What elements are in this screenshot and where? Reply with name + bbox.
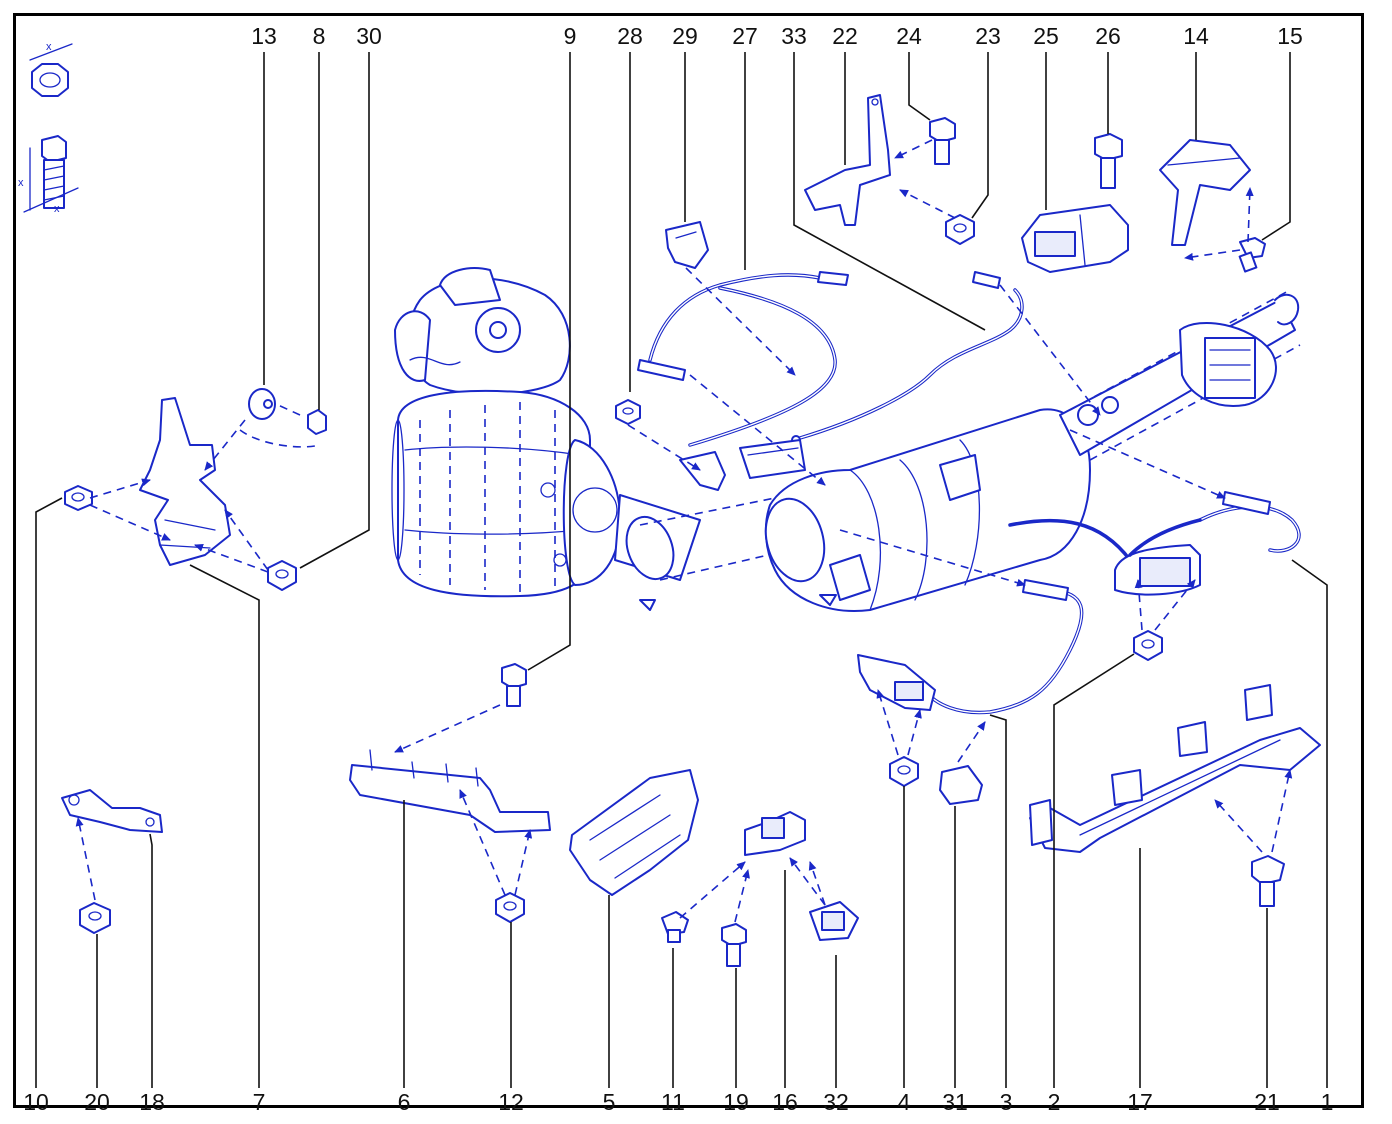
callout-19: 19: [723, 1089, 749, 1115]
bottom-callout-labels: 10 20 18 7 6 12 5 11 19 16 32 4 31 3 2 1…: [23, 1089, 1333, 1115]
callout-11: 11: [661, 1089, 685, 1115]
bolt-15-icon: [1238, 237, 1266, 273]
bolt-x-mark-length: x: [18, 177, 24, 189]
clip-nut-32-icon: [809, 901, 859, 941]
sensor-bracket-4: [857, 654, 936, 711]
callout-32: 32: [823, 1089, 849, 1115]
callout-18: 18: [139, 1089, 165, 1115]
callout-8: 8: [313, 23, 326, 49]
bolt-19-icon: [721, 923, 747, 967]
downstream-oxygen-sensor-wire-1: [1008, 491, 1301, 562]
bolt-9-icon: [501, 663, 527, 707]
clip-29-icon: [665, 221, 709, 269]
nut-23-icon: [945, 214, 975, 245]
exhaust-assembly-illustration: [391, 267, 1301, 612]
upstream-temperature-sensor-wire-27: [637, 271, 849, 447]
callout-28: 28: [617, 23, 643, 49]
washer-13-icon: [248, 388, 276, 420]
pressure-sensor-25-icon: [1021, 204, 1129, 273]
nox-sensor-module-2: [1114, 518, 1202, 596]
bracket-22-icon: [804, 94, 891, 226]
bracket-18-icon: [61, 789, 163, 833]
nut-12-icon: [495, 892, 525, 923]
bracket-6-icon: [349, 749, 551, 833]
nut-10-icon: [64, 485, 93, 511]
callout-16: 16: [772, 1089, 798, 1115]
callout-21: 21: [1254, 1089, 1280, 1115]
bolt-24-icon: [929, 117, 956, 165]
callout-25: 25: [1033, 23, 1059, 49]
nut-28-icon: [615, 399, 641, 425]
nut-8-icon: [307, 409, 327, 435]
bolt-21-icon: [1251, 855, 1285, 907]
temperature-sensor-connector: [679, 439, 806, 491]
callout-22: 22: [832, 23, 858, 49]
nut-size-legend-icon: x: [29, 41, 73, 97]
bolt-x-mark-diameter: x: [54, 203, 60, 215]
bolt-11-icon: [661, 911, 689, 943]
callout-5: 5: [603, 1089, 616, 1115]
callout-29: 29: [672, 23, 698, 49]
callout-30: 30: [356, 23, 382, 49]
mounting-bracket-17-icon: [1029, 684, 1321, 853]
callout-13: 13: [251, 23, 277, 49]
callout-3: 3: [1000, 1089, 1013, 1115]
callout-33: 33: [781, 23, 807, 49]
callout-15: 15: [1277, 23, 1303, 49]
assembly-arrows: [75, 139, 1293, 923]
callout-12: 12: [498, 1089, 524, 1115]
callout-31: 31: [942, 1089, 968, 1115]
nut-20-icon: [79, 902, 111, 934]
callout-17: 17: [1127, 1089, 1153, 1115]
bracket-7-icon: [139, 397, 231, 566]
callout-20: 20: [84, 1089, 110, 1115]
bolt-26-icon: [1094, 133, 1123, 189]
callout-27: 27: [732, 23, 758, 49]
callout-1: 1: [1321, 1089, 1334, 1115]
callout-24: 24: [896, 23, 922, 49]
leader-lines: [35, 52, 1328, 1088]
clip-31-icon: [939, 765, 983, 805]
callout-10: 10: [23, 1089, 49, 1115]
bracket-16-icon: [744, 811, 806, 856]
differential-pressure-sensor-wire-33: [791, 271, 1024, 445]
top-callout-labels: 13 8 30 9 28 29 27 33 22 24 23 25 26 14 …: [251, 23, 1303, 49]
bolt-size-legend-icon: x x: [18, 135, 79, 215]
diagram-frame: [13, 13, 1364, 1108]
nut-x-mark: x: [46, 41, 52, 53]
nut-2-icon: [1133, 630, 1163, 661]
nut-30-icon: [267, 560, 297, 591]
heat-shield-14-icon: [1159, 139, 1251, 246]
callout-2: 2: [1048, 1089, 1061, 1115]
callout-14: 14: [1183, 23, 1209, 49]
callout-4: 4: [898, 1089, 911, 1115]
callout-6: 6: [398, 1089, 411, 1115]
callout-23: 23: [975, 23, 1001, 49]
oxygen-sensor-wire-3: [923, 579, 1084, 715]
heat-shield-5-icon: [569, 769, 699, 896]
callout-26: 26: [1095, 23, 1121, 49]
nut-4-icon: [889, 756, 919, 787]
callout-7: 7: [253, 1089, 266, 1115]
callout-9: 9: [564, 23, 577, 49]
